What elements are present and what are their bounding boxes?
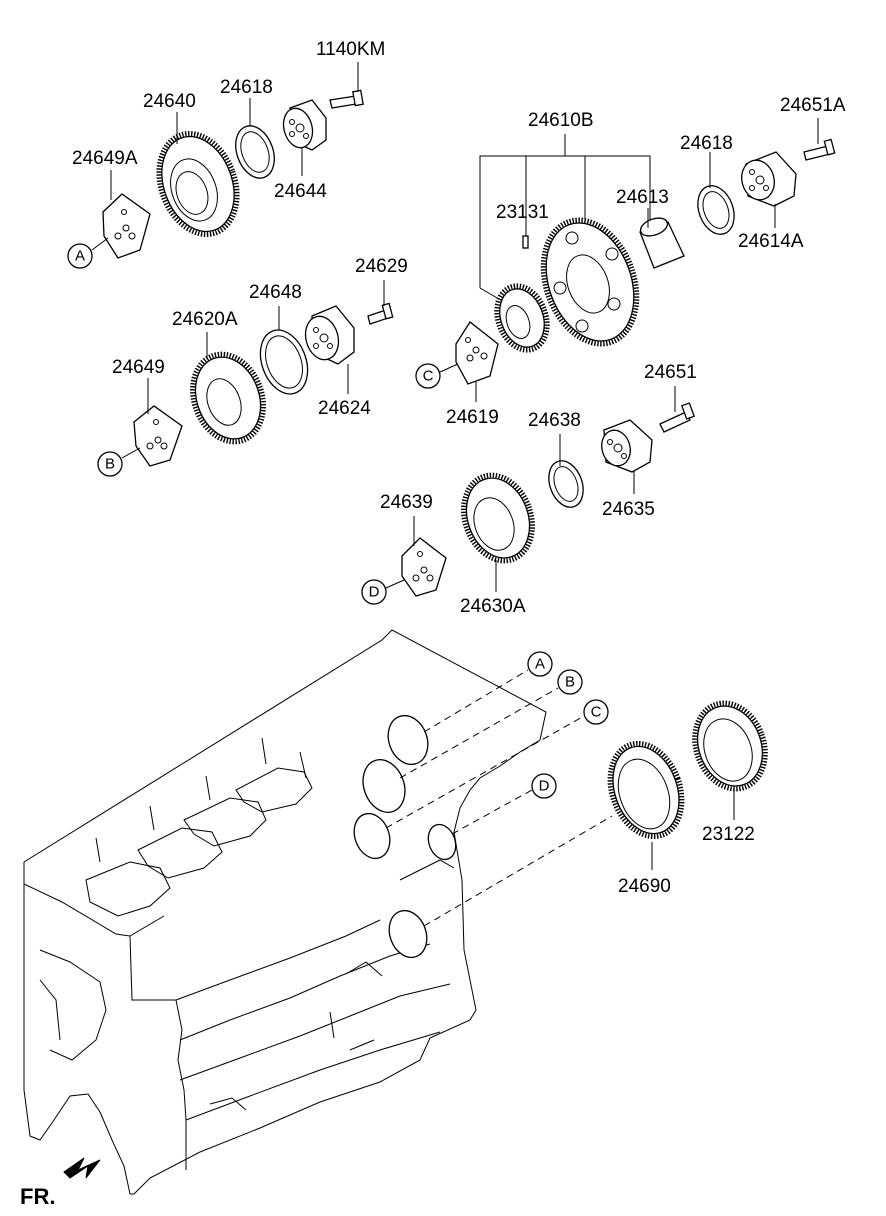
ref-label-c-block: C bbox=[591, 704, 602, 721]
ref-label-b-block: B bbox=[565, 674, 575, 691]
large-gear-24610B bbox=[540, 217, 640, 347]
label-24620A: 24620A bbox=[172, 309, 238, 330]
label-24648: 24648 bbox=[249, 282, 302, 303]
label-24618-top: 24618 bbox=[220, 77, 273, 98]
ref-circle-c-block bbox=[583, 699, 609, 725]
ring-gear-23122 bbox=[692, 700, 768, 820]
label-24690: 24690 bbox=[618, 876, 671, 897]
snap-ring-24618-right bbox=[697, 185, 735, 235]
boss-b bbox=[362, 759, 406, 813]
thrust-plate-24639 bbox=[401, 537, 447, 597]
front-direction-indicator: FR. bbox=[20, 1157, 101, 1209]
label-24624: 24624 bbox=[318, 398, 371, 419]
ref-circle-a-block bbox=[527, 651, 553, 677]
idler-shaft-24644 bbox=[282, 99, 327, 151]
boss-crank bbox=[388, 909, 428, 959]
boss-a bbox=[387, 714, 429, 766]
boss-c bbox=[353, 812, 391, 860]
gear-24630A-group: D bbox=[361, 386, 695, 605]
label-24610B: 24610B bbox=[528, 110, 594, 131]
label-24639: 24639 bbox=[380, 492, 433, 513]
assembly-lines bbox=[385, 669, 613, 927]
snap-ring-24618-top bbox=[235, 125, 275, 179]
part-labels: 1140KM 24640 24618 24649A 24644 24610B 2… bbox=[72, 39, 846, 897]
label-24649A: 24649A bbox=[72, 148, 138, 169]
pin-23131 bbox=[522, 235, 529, 249]
label-24651: 24651 bbox=[644, 362, 697, 383]
bolt-1140KM bbox=[329, 89, 364, 109]
ref-label-d-middle: D bbox=[369, 584, 380, 601]
label-24613: 24613 bbox=[616, 187, 669, 208]
bushing-24613 bbox=[639, 217, 685, 269]
ref-circle-a-top bbox=[67, 243, 93, 269]
label-24635: 24635 bbox=[602, 499, 655, 520]
idler-gear-24620A bbox=[190, 351, 266, 445]
ref-label-b-left: B bbox=[105, 456, 115, 473]
snap-ring-24638 bbox=[548, 460, 584, 508]
crank-gear-24690 bbox=[607, 740, 685, 870]
front-direction-label: FR. bbox=[20, 1184, 55, 1209]
bolt-24651A bbox=[803, 138, 836, 161]
label-24640: 24640 bbox=[143, 91, 196, 112]
label-24644: 24644 bbox=[274, 181, 327, 202]
label-1140KM: 1140KM bbox=[316, 39, 385, 60]
idler-shaft-24614A bbox=[741, 151, 797, 207]
ref-circle-d-block bbox=[531, 773, 557, 799]
label-24619: 24619 bbox=[446, 407, 499, 428]
label-24651A: 24651A bbox=[780, 95, 846, 116]
gear-24640-group: A bbox=[67, 62, 364, 269]
thrust-plate-24649 bbox=[133, 405, 183, 467]
arrow-icon bbox=[63, 1157, 101, 1179]
label-24638: 24638 bbox=[528, 410, 581, 431]
thrust-plate-24649A bbox=[102, 193, 151, 259]
label-24629: 24629 bbox=[355, 256, 408, 277]
label-24614A: 24614A bbox=[738, 231, 804, 252]
gear-24620A-group: B bbox=[97, 280, 394, 477]
idler-shaft-24624 bbox=[304, 305, 355, 365]
ref-circle-d-middle bbox=[361, 579, 387, 605]
ref-circle-c-middle bbox=[415, 363, 441, 389]
idler-gear-24630A bbox=[461, 472, 535, 564]
ref-label-c-middle: C bbox=[423, 368, 434, 385]
label-24649: 24649 bbox=[112, 357, 165, 378]
bolt-24629 bbox=[367, 302, 394, 325]
ref-circle-b-left bbox=[97, 451, 123, 477]
snap-ring-24648 bbox=[259, 329, 309, 395]
label-24618-right: 24618 bbox=[680, 133, 733, 154]
boss-d bbox=[427, 823, 457, 861]
label-23122: 23122 bbox=[702, 824, 755, 845]
bolt-24651 bbox=[659, 402, 695, 433]
gear-24610B-group: C bbox=[415, 118, 836, 402]
ref-label-a-block: A bbox=[535, 656, 545, 673]
block-ref-labels: A B C D bbox=[527, 651, 609, 799]
ref-label-a-top: A bbox=[75, 248, 85, 265]
ref-circle-b-block bbox=[557, 669, 583, 695]
ref-label-d-block: D bbox=[539, 778, 550, 795]
idler-gear-24640 bbox=[156, 131, 240, 237]
thrust-plate-24619 bbox=[455, 321, 499, 385]
engine-block bbox=[23, 629, 547, 1195]
label-23131: 23131 bbox=[496, 202, 549, 223]
label-24630A: 24630A bbox=[460, 596, 526, 617]
idler-shaft-24635 bbox=[601, 419, 653, 473]
